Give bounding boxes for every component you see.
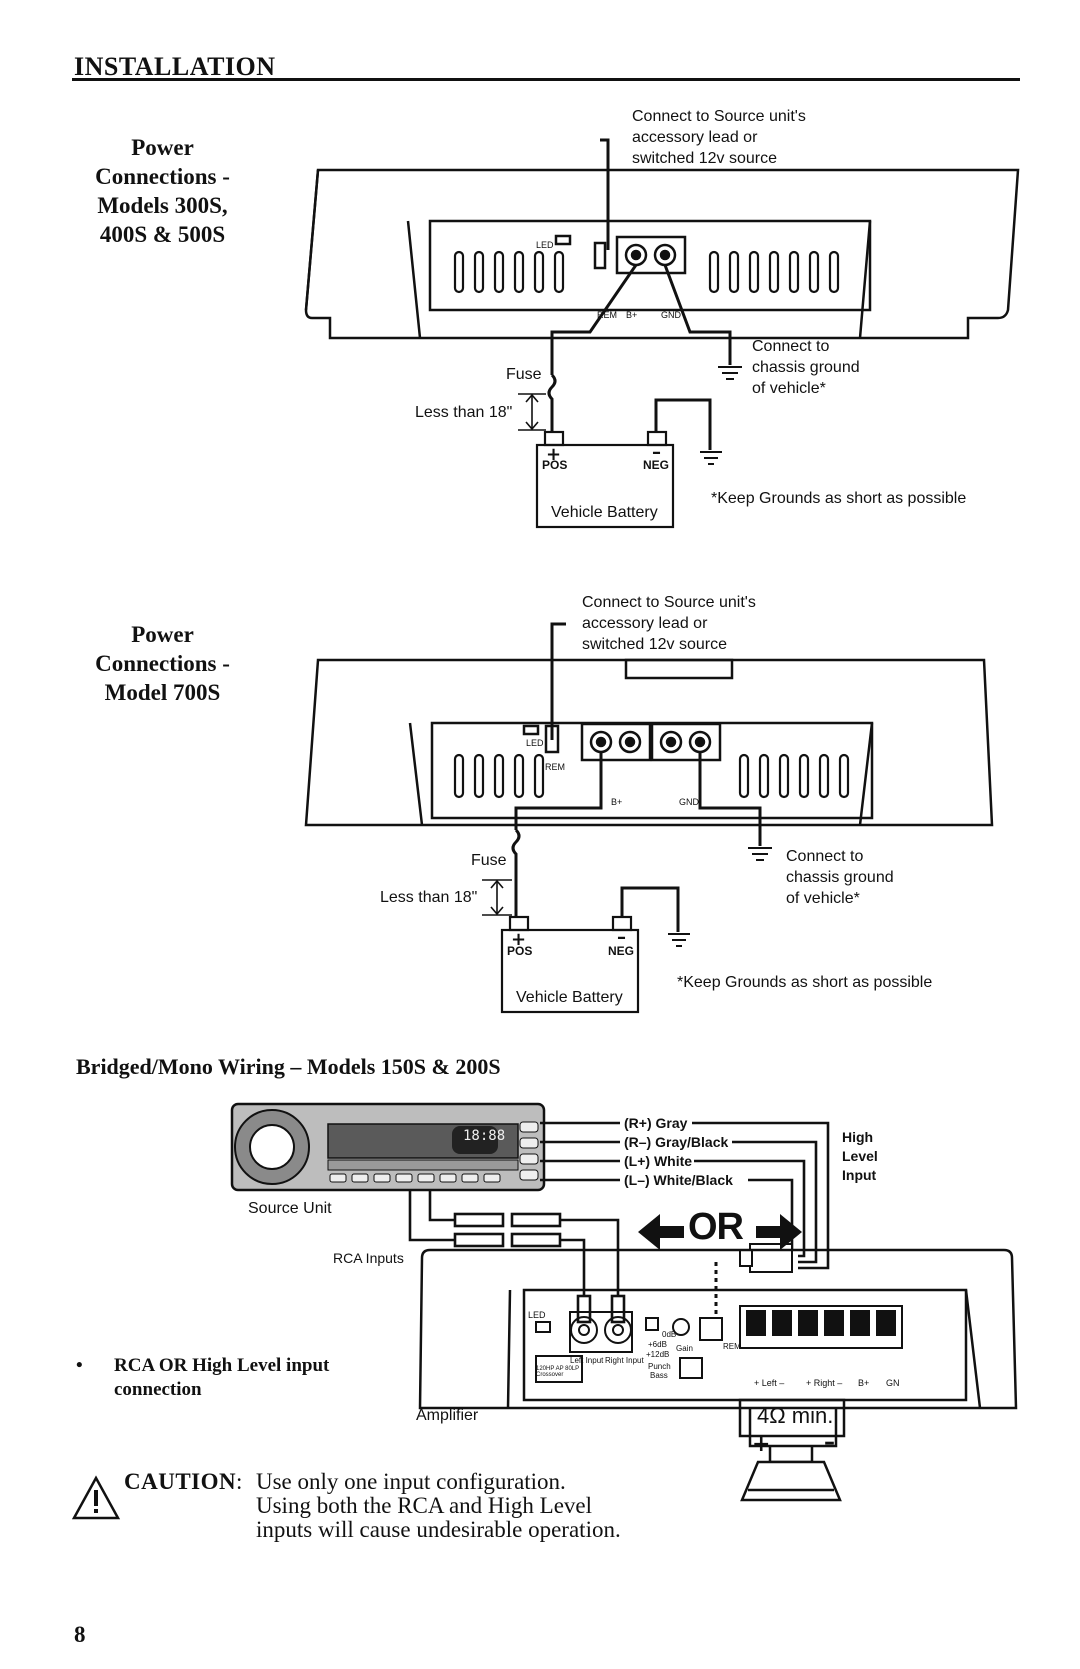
length-label: Less than 18" — [380, 889, 478, 906]
battery-label: Vehicle Battery — [516, 989, 623, 1006]
or-label: OR — [688, 1206, 744, 1248]
neg-label: NEG — [643, 458, 670, 472]
gnd-label: GND — [661, 310, 681, 320]
amp-gnd-label: GN — [886, 1378, 900, 1388]
pos-label: POS — [542, 458, 568, 472]
punch-label: Punch — [648, 1362, 671, 1371]
title-line: Models 300S, — [97, 193, 228, 218]
length-label: Less than 18" — [415, 404, 513, 421]
wire-list: (R+) Gray (R–) Gray/Black (L+) White (L–… — [624, 1114, 733, 1190]
minus-sign: – — [617, 927, 626, 948]
source-unit-label: Source Unit — [248, 1200, 332, 1217]
speaker-minus: – — [824, 1430, 835, 1455]
vent-slots — [453, 753, 850, 799]
chassis-ground-label: Connect to chassis ground of vehicle* — [752, 338, 860, 397]
amp-led-label: LED — [528, 1310, 546, 1320]
title-line: Connections - — [95, 651, 230, 676]
caution-label: CAUTION — [124, 1469, 237, 1494]
vent-slots — [453, 250, 840, 294]
title-line: Power — [131, 135, 194, 160]
left-input-label: Left Input — [570, 1356, 604, 1365]
bplus-label: B+ — [611, 797, 623, 807]
source-connect-label: Connect to Source unit's accessory lead … — [632, 108, 806, 167]
db6-label: +6dB — [648, 1340, 667, 1349]
caution-line: Using both the RCA and High Level — [256, 1493, 593, 1518]
bplus-label: B+ — [626, 310, 638, 320]
amplifier-label: Amplifier — [416, 1407, 479, 1424]
source-connect-label: Connect to Source unit's accessory lead … — [582, 594, 756, 653]
right-terminal-label: + Right – — [806, 1378, 843, 1388]
title-line: Connections - — [95, 164, 230, 189]
wire-label: (L+) White — [624, 1153, 693, 1169]
speaker-plus: + — [752, 1432, 771, 1457]
wire-label: (R+) Gray — [624, 1115, 688, 1131]
db12-label: +12dB — [646, 1350, 670, 1359]
chassis-ground-label: Connect to chassis ground of vehicle* — [786, 848, 894, 907]
wire-label: (R–) Gray/Black — [624, 1134, 729, 1150]
bass-label: Bass — [650, 1371, 668, 1380]
minus-sign: – — [652, 442, 661, 463]
section-header: INSTALLATION — [74, 52, 276, 81]
wire-label: (L–) White/Black — [624, 1172, 733, 1188]
rem-label: REM — [597, 310, 617, 320]
gnd-label: GND — [679, 797, 699, 807]
grounds-note: *Keep Grounds as short as possible — [677, 974, 933, 991]
pos-label: POS — [507, 944, 533, 958]
right-input-label: Right Input — [605, 1356, 644, 1365]
title-line: Model 700S — [104, 680, 221, 705]
header-rule — [72, 78, 1020, 81]
db0-label: 0dB — [662, 1330, 677, 1339]
caution-icon — [71, 1475, 121, 1520]
head-display: 18:88 — [463, 1128, 506, 1144]
bridged-wiring-title: Bridged/Mono Wiring – Models 150S & 200S — [76, 1054, 501, 1079]
head-unit — [230, 1102, 546, 1192]
amp-bplus-label: B+ — [858, 1378, 870, 1388]
high-level-input-label: High Level Input — [842, 1129, 878, 1183]
led-label: LED — [526, 738, 544, 748]
bullet-note: • RCA OR High Level input connection — [76, 1355, 330, 1400]
title-line: 400S & 500S — [99, 222, 226, 247]
impedance-label: 4Ω min. — [757, 1403, 834, 1428]
section1-title: Power Connections - Models 300S, 400S & … — [70, 133, 255, 249]
grounds-note: *Keep Grounds as short as possible — [711, 490, 967, 507]
amp-rem-label: REM — [723, 1342, 741, 1351]
battery-label: Vehicle Battery — [551, 504, 658, 521]
neg-label: NEG — [608, 944, 635, 958]
page-number: 8 — [74, 1622, 86, 1647]
fuse-label: Fuse — [471, 852, 507, 869]
section2-title: Power Connections - Model 700S — [70, 620, 255, 707]
rca-inputs-label: RCA Inputs — [333, 1250, 404, 1266]
caution-line: inputs will cause undesirable operation. — [256, 1517, 621, 1542]
fuse-label: Fuse — [506, 366, 542, 383]
title-line: Power — [131, 622, 194, 647]
plus-sign: + — [546, 444, 562, 465]
crossover-label: 120HP AP 80LP Crossover — [536, 1366, 580, 1378]
caution-line: Use only one input configuration. — [256, 1469, 566, 1494]
plus-sign: + — [511, 929, 527, 950]
led-label: LED — [536, 240, 554, 250]
left-terminal-label: + Left – — [754, 1378, 785, 1388]
gain-label: Gain — [676, 1344, 693, 1353]
rem-label: REM — [545, 762, 565, 772]
